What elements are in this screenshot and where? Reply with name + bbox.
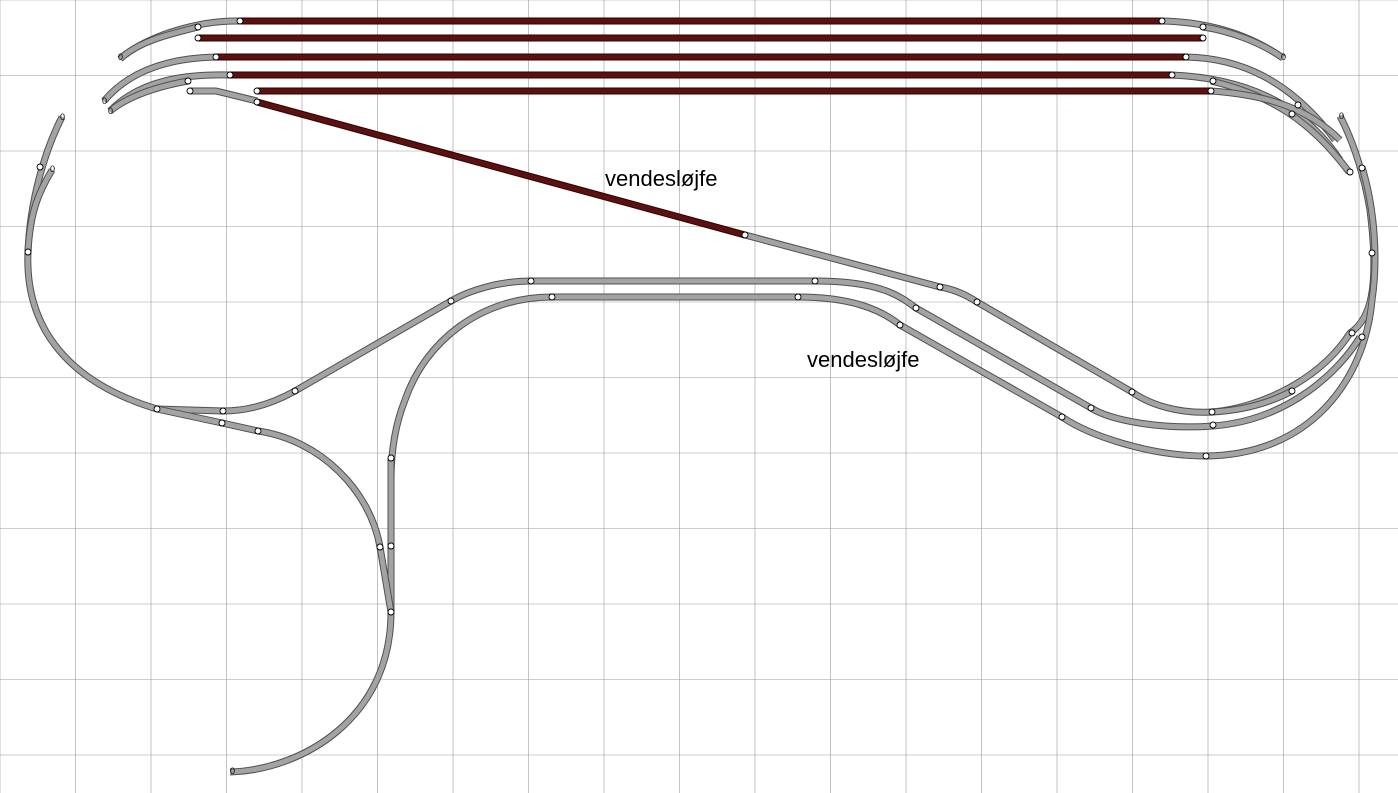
track-joint-marker [236, 17, 244, 25]
track-joint-marker [291, 387, 299, 395]
track-yard-left-3-rail [102, 54, 217, 103]
track-joint-marker [896, 321, 904, 329]
track-yard-left-6-rail [190, 88, 258, 104]
end-marker-label: 0 [60, 112, 65, 122]
track-joint-marker [1168, 71, 1176, 79]
track-joint-marker [527, 277, 535, 285]
loop-label-lower: vendesløjfe [807, 347, 920, 372]
track-west-curve [24, 115, 159, 413]
track-joint-marker [253, 98, 261, 106]
track-joint-marker [1182, 53, 1190, 61]
track-joint-marker [184, 77, 192, 85]
track-yard-right-6-rail [1210, 88, 1342, 142]
track-joint-marker [387, 608, 395, 616]
track-layer [24, 17, 1379, 776]
track-joint-marker [218, 419, 226, 427]
track-yard-left-5-rail [108, 78, 189, 113]
track-joint-marker [1348, 329, 1356, 337]
track-joint-marker [24, 248, 32, 256]
track-joint-marker [194, 23, 202, 31]
track-joint-marker [1209, 77, 1217, 85]
track-joint-marker [1209, 421, 1217, 429]
track-joint-marker [254, 427, 262, 435]
end-marker-label: 0 [230, 766, 235, 776]
track-yard-left-5 [107, 77, 189, 114]
track-joint-marker [186, 87, 194, 95]
track-joint-marker [1202, 452, 1210, 460]
track-west-spur-rail [25, 168, 55, 253]
track-joint-marker [1288, 387, 1296, 395]
track-joint-marker [794, 293, 802, 301]
track-joint-marker [1346, 168, 1354, 176]
track-joint-marker [1128, 388, 1136, 396]
track-joint-marker [1199, 34, 1207, 42]
track-yard-right-2-rail [1202, 24, 1285, 61]
track-joint-marker [1368, 249, 1376, 257]
loop-label-upper: vendesløjfe [605, 166, 718, 191]
track-yard-right-2 [1202, 23, 1285, 61]
track-joint-marker [253, 87, 261, 95]
track-yard-left-2-rail [118, 24, 199, 61]
track-joint-marker [219, 407, 227, 415]
track-joint-marker [741, 231, 749, 239]
track-west-spur [24, 168, 56, 253]
track-joint-marker [1207, 87, 1215, 95]
siding-track-diagonal-rail [256, 99, 746, 238]
track-inner-loop [387, 165, 1379, 612]
track-joint-marker [912, 304, 920, 312]
track-joint-marker [1087, 404, 1095, 412]
track-inner-loop-rail [388, 166, 1378, 612]
track-joint-marker [376, 543, 384, 551]
track-joint-marker [226, 71, 234, 79]
track-joint-marker [387, 542, 395, 550]
track-yard-left-6 [190, 87, 258, 105]
end-marker-label: 0 [50, 164, 55, 174]
track-yard-left-2 [117, 23, 199, 62]
track-joint-marker [1199, 23, 1207, 31]
track-crossover-right-rail [1211, 388, 1294, 415]
track-joint-marker [212, 53, 220, 61]
track-joint-marker [1294, 101, 1302, 109]
end-marker-label: 0 [118, 52, 123, 62]
track-joint-marker [1288, 110, 1296, 118]
track-joint-marker [1358, 333, 1366, 341]
track-joint-marker [1208, 408, 1216, 416]
track-west-curve-rail [25, 115, 158, 412]
end-marker-label: 0 [102, 96, 107, 106]
track-joint-marker [973, 298, 981, 306]
track-joint-marker [36, 163, 44, 171]
track-joint-marker [548, 293, 556, 301]
end-marker-label: 0 [1339, 111, 1344, 121]
end-marker-label: 0 [108, 106, 113, 116]
track-joint-marker [936, 283, 944, 291]
siding-track-diagonal [256, 98, 746, 239]
track-joint-marker [387, 454, 395, 462]
end-marker-label: 0 [1281, 52, 1286, 62]
track-joint-marker [1058, 413, 1066, 421]
track-yard-right-6 [1210, 87, 1343, 143]
track-joint-marker [811, 277, 819, 285]
track-yard-right-5-rail [1210, 78, 1351, 174]
track-joint-marker [1158, 17, 1166, 25]
track-joint-marker [153, 405, 161, 413]
track-yard-left-3 [101, 53, 217, 104]
track-crossover-right [1211, 387, 1294, 416]
marker-layer [24, 17, 1376, 616]
track-joint-marker [447, 297, 455, 305]
track-yard-right-5 [1210, 77, 1352, 175]
track-joint-marker [194, 34, 202, 42]
track-joint-marker [1358, 164, 1366, 172]
